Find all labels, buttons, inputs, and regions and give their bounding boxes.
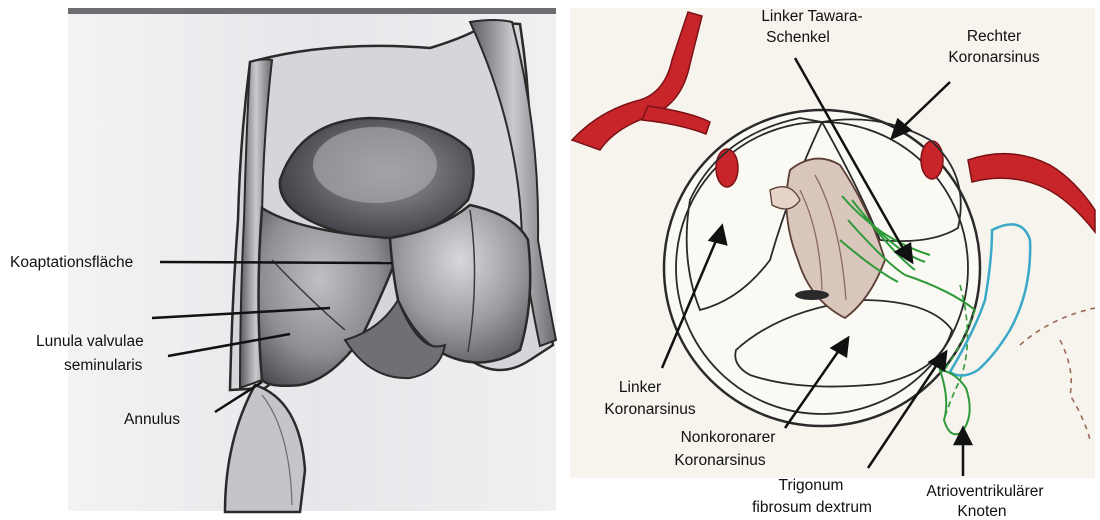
label-tawara-line1: Linker Tawara- — [761, 8, 862, 25]
right-coronary-ostium — [921, 141, 943, 179]
left-coronary-ostium — [716, 149, 738, 187]
label-nonkoronar-line1: Nonkoronarer — [681, 429, 776, 446]
sinus-highlight — [313, 127, 437, 203]
left-panel: Koaptationsfläche Lunula valvulae seminu… — [10, 8, 556, 512]
label-lunula-line2: seminularis — [64, 357, 143, 374]
label-trigonum-line1: Trigonum — [779, 477, 844, 494]
right-panel: Linker Tawara- Schenkel Rechter Koronars… — [570, 8, 1095, 520]
label-lunula-line1: Lunula valvulae — [36, 333, 144, 350]
label-tawara-line2: Schenkel — [766, 29, 830, 46]
label-av-line2: Knoten — [957, 503, 1006, 520]
label-annulus: Annulus — [124, 411, 180, 428]
label-av-line1: Atrioventrikulärer — [926, 483, 1043, 500]
left-panel-top-edge — [68, 8, 556, 14]
valve-orifice — [795, 290, 829, 300]
label-koaptationsflaeche: Koaptationsfläche — [10, 254, 133, 271]
label-linker-line2: Koronarsinus — [604, 401, 696, 418]
label-rechter-line1: Rechter — [967, 28, 1021, 45]
label-linker-line1: Linker — [619, 379, 661, 396]
koaptation-leader — [160, 262, 392, 263]
label-rechter-line2: Koronarsinus — [948, 49, 1040, 66]
label-trigonum-line2: fibrosum dextrum — [752, 499, 872, 516]
label-nonkoronar-line2: Koronarsinus — [674, 452, 766, 469]
